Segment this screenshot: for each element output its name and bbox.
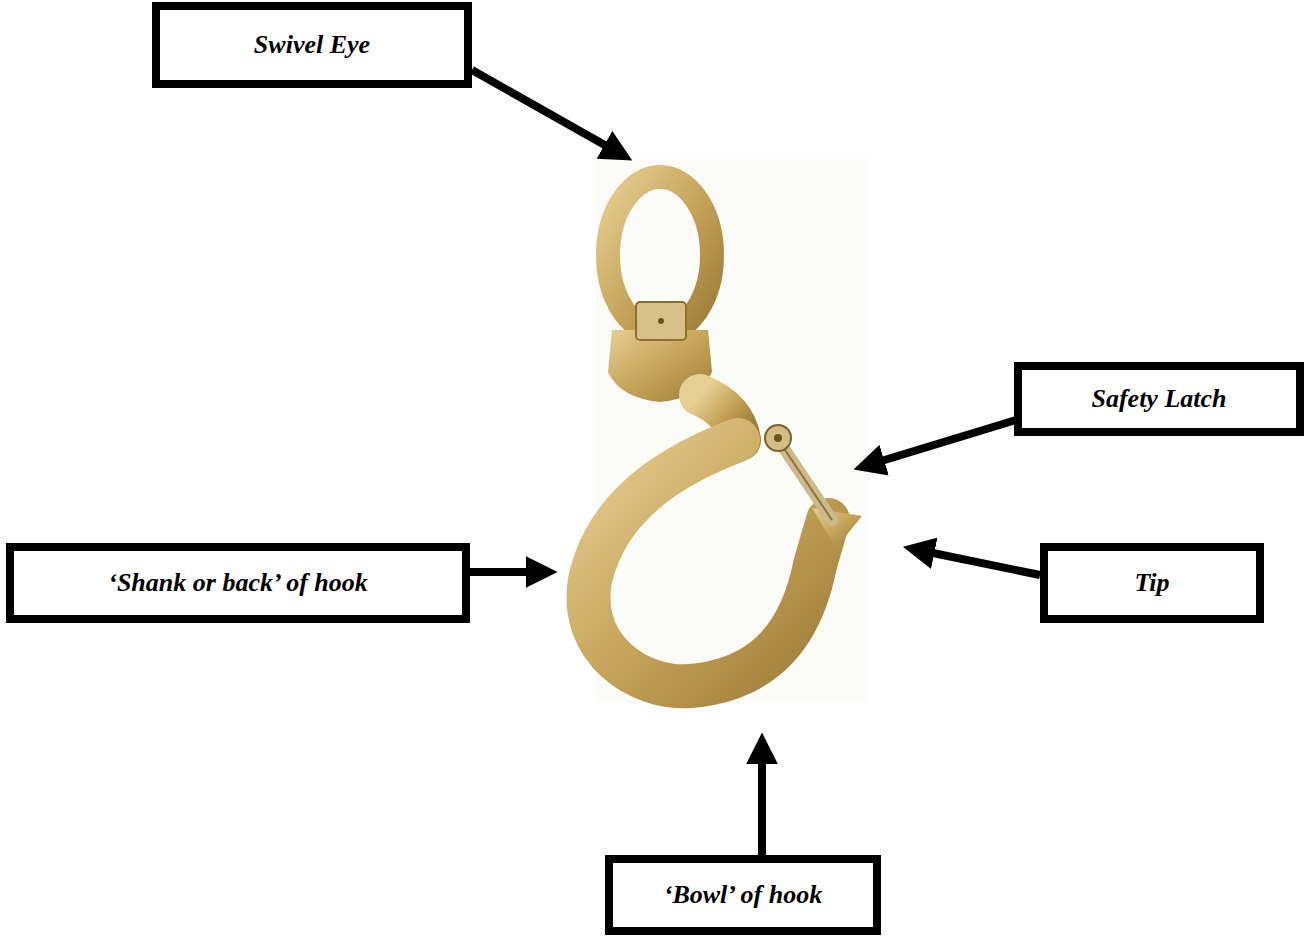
part-name: Safety Latch — [1091, 384, 1226, 414]
leader-arrow — [472, 70, 610, 148]
part-name: Tip — [1134, 568, 1169, 598]
leader-arrow — [878, 420, 1016, 462]
label-box: ‘Bowl’ of hook — [605, 855, 881, 935]
hook-drawing — [588, 177, 862, 686]
leader-arrow — [758, 758, 766, 855]
label-box: Swivel Eye — [152, 2, 472, 88]
part-name: ‘Bowl’ of hook — [664, 880, 822, 910]
leader-arrow — [928, 552, 1040, 575]
label-box: ‘Shank or back’ of hook — [6, 543, 470, 623]
leader-arrow — [470, 568, 532, 576]
part-name: ‘Shank or back’ of hook — [108, 568, 368, 598]
label-box: Safety Latch — [1014, 362, 1304, 436]
leader-arrows — [470, 70, 1040, 855]
label-box: Tip — [1040, 543, 1264, 623]
part-name: Swivel Eye — [254, 30, 370, 60]
